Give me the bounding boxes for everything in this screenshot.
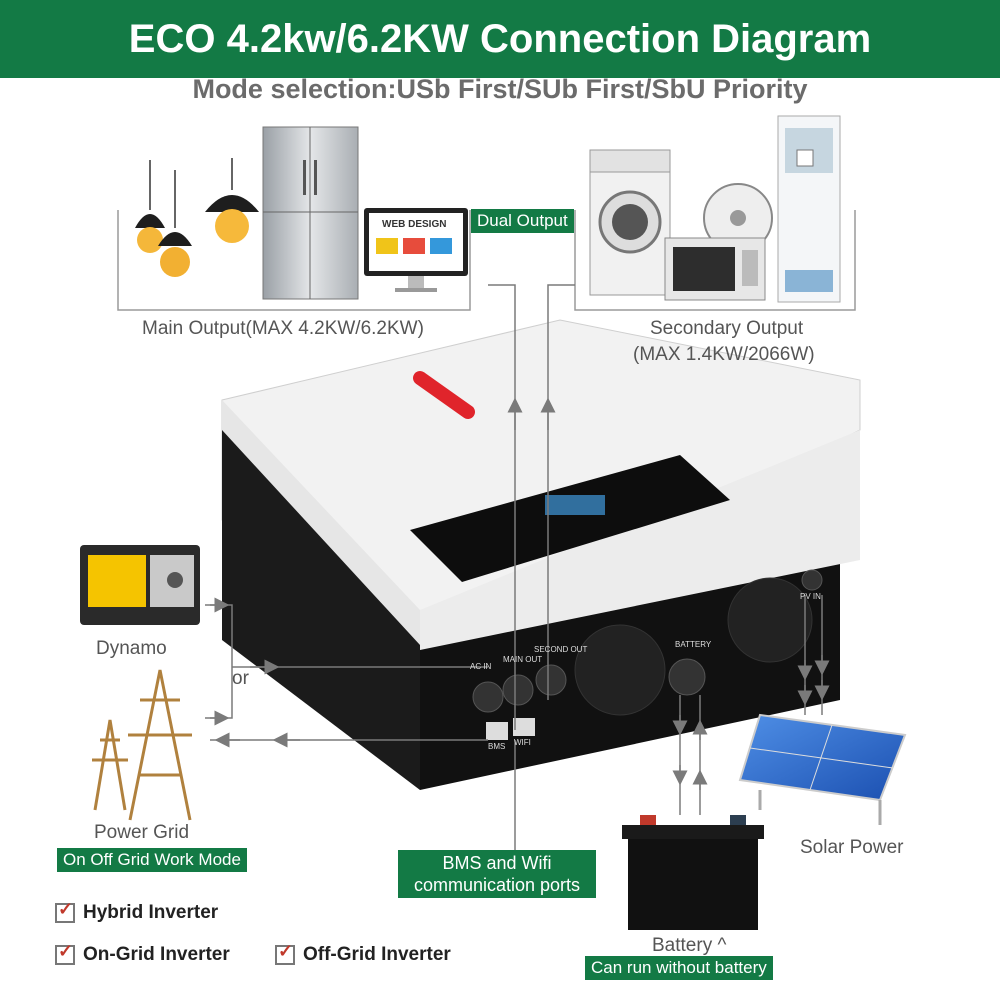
wifi-port-label: WIFI [514,738,531,747]
power-grid-label: Power Grid [94,822,190,843]
air-conditioner-icon [777,115,841,303]
or-label: or [232,668,249,689]
checkbox-icon [55,899,75,923]
feature-off-grid-inverter: Off-Grid Inverter [275,941,451,966]
connection-lines [205,284,830,850]
second-out-port-label: SECOND OUT [534,645,588,654]
ac-in-port-label: AC IN [470,662,492,671]
feature-on-grid-inverter: On-Grid Inverter [55,941,230,966]
solar-panel-icon [738,713,907,825]
refrigerator-icon [262,126,359,300]
main-output-label: Main Output(MAX 4.2KW/6.2KW) [142,318,424,339]
feature-hybrid-inverter: Hybrid Inverter [55,899,219,924]
microwave-icon [664,237,766,301]
power-grid-icon [92,669,192,821]
battery-optional-tag: Can run without battery [585,956,773,980]
monitor-icon [364,208,468,292]
secondary-output-bracket [574,210,856,311]
monitor-screen-text: WEB DESIGN [382,219,447,230]
solar-power-label: Solar Power [800,837,904,858]
inverter-unit [221,319,861,790]
bms-port-label: BMS [488,742,506,751]
feature-label: Hybrid Inverter [83,902,219,923]
pv-in-port-label: PV IN [800,592,821,601]
washing-machine-icon [589,149,671,296]
bms-wifi-tag-line2: communication ports [413,875,581,895]
battery-port-label: BATTERY [675,640,712,649]
title-banner: ECO 4.2kw/6.2KW Connection Diagram [0,0,1000,78]
checkbox-icon [275,941,295,965]
dynamo-icon [80,545,200,625]
feature-label: Off-Grid Inverter [303,944,451,965]
dynamo-label: Dynamo [96,638,167,659]
page-title: ECO 4.2kw/6.2KW Connection Diagram [128,16,872,61]
feature-label: On-Grid Inverter [83,944,230,965]
dual-output-tag: Dual Output [471,209,574,233]
secondary-output-label: Secondary Output [650,318,804,339]
main-out-port-label: MAIN OUT [503,655,543,664]
bms-wifi-tag: BMS and Wifi communication ports [398,850,596,898]
pendant-lamps-icon [135,158,259,277]
main-output-bracket [117,210,471,311]
grid-mode-tag: On Off Grid Work Mode [57,848,247,872]
battery-icon [622,815,764,930]
bms-wifi-tag-line1: BMS and Wifi [442,853,552,873]
secondary-output-max-label: (MAX 1.4KW/2066W) [633,344,815,365]
battery-label: Battery ^ [652,935,727,956]
mode-selection-subtitle: Mode selection:USb First/SUb First/SbU P… [192,74,808,104]
checkbox-icon [55,941,75,965]
